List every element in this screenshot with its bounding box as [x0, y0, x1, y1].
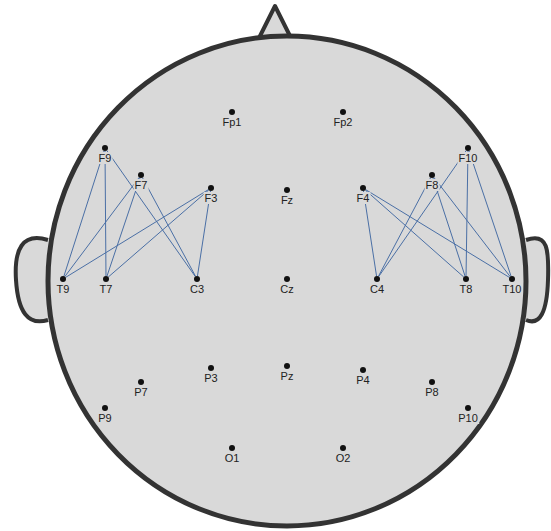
connection-line	[108, 190, 208, 277]
electrode-label: F3	[204, 192, 219, 204]
electrode-node: T7	[103, 276, 109, 282]
electrode-node: P3	[208, 365, 214, 371]
connection-line	[433, 178, 465, 276]
electrode-node: F9	[102, 145, 108, 151]
electrode-label: F8	[425, 179, 440, 191]
electrode-node: P8	[429, 379, 435, 385]
connection-line	[105, 151, 107, 276]
connection-line	[66, 190, 209, 278]
electrode-node: Fz	[284, 187, 290, 193]
connection-line	[466, 151, 468, 276]
connection-line	[469, 151, 511, 276]
electrode-node: T8	[463, 276, 469, 282]
electrode-node: F7	[138, 172, 144, 178]
electrode-label: C3	[189, 283, 205, 295]
electrode-label: Cz	[279, 283, 294, 295]
electrode-node: O2	[340, 445, 346, 451]
connection-line	[142, 178, 195, 277]
electrode-label: Pz	[280, 370, 295, 382]
electrode-node: P10	[465, 405, 471, 411]
connection-line	[434, 177, 510, 276]
electrode-label: T8	[459, 283, 474, 295]
electrode-label: F9	[98, 152, 113, 164]
electrode-label: O1	[224, 452, 241, 464]
electrode-node: Cz	[284, 276, 290, 282]
electrode-label: P10	[457, 412, 479, 424]
electrode-node: Fp2	[340, 109, 346, 115]
electrode-label: F4	[356, 192, 371, 204]
electrode-node: F10	[465, 145, 471, 151]
left-ear	[16, 238, 48, 321]
electrode-label: Fp1	[222, 116, 243, 128]
electrode-label: F10	[458, 152, 479, 164]
electrode-label: P4	[355, 374, 370, 386]
electrode-node: P9	[102, 405, 108, 411]
electrode-node: C3	[194, 276, 200, 282]
electrode-label: P3	[203, 372, 218, 384]
electrode-node: Pz	[284, 363, 290, 369]
electrode-node: Fp1	[229, 109, 235, 115]
electrode-node: C4	[374, 276, 380, 282]
electrode-node: P7	[138, 379, 144, 385]
electrode-label: F7	[134, 179, 149, 191]
connection-line	[65, 177, 139, 276]
electrode-node: P4	[360, 367, 366, 373]
connection-line	[107, 178, 140, 276]
electrode-label: T7	[99, 283, 114, 295]
electrode-label: P8	[424, 386, 439, 398]
electrode-label: P9	[97, 412, 112, 424]
electrode-node: O1	[229, 445, 235, 451]
electrode-label: O2	[335, 452, 352, 464]
connection-line	[379, 150, 467, 276]
electrode-node: T9	[60, 276, 66, 282]
right-ear	[526, 238, 548, 321]
electrode-node: F4	[360, 185, 366, 191]
electrode-node: T10	[509, 276, 515, 282]
electrode-label: C4	[369, 283, 385, 295]
connection-line	[365, 190, 464, 277]
electrode-node: F3	[208, 185, 214, 191]
electrode-label: Fp2	[333, 116, 354, 128]
connection-line	[378, 178, 430, 277]
electrode-label: T10	[502, 283, 523, 295]
electrode-label: Fz	[280, 194, 294, 206]
electrode-label: P7	[133, 386, 148, 398]
head	[48, 36, 526, 526]
electrode-label: T9	[56, 283, 71, 295]
electrode-node: F8	[429, 172, 435, 178]
